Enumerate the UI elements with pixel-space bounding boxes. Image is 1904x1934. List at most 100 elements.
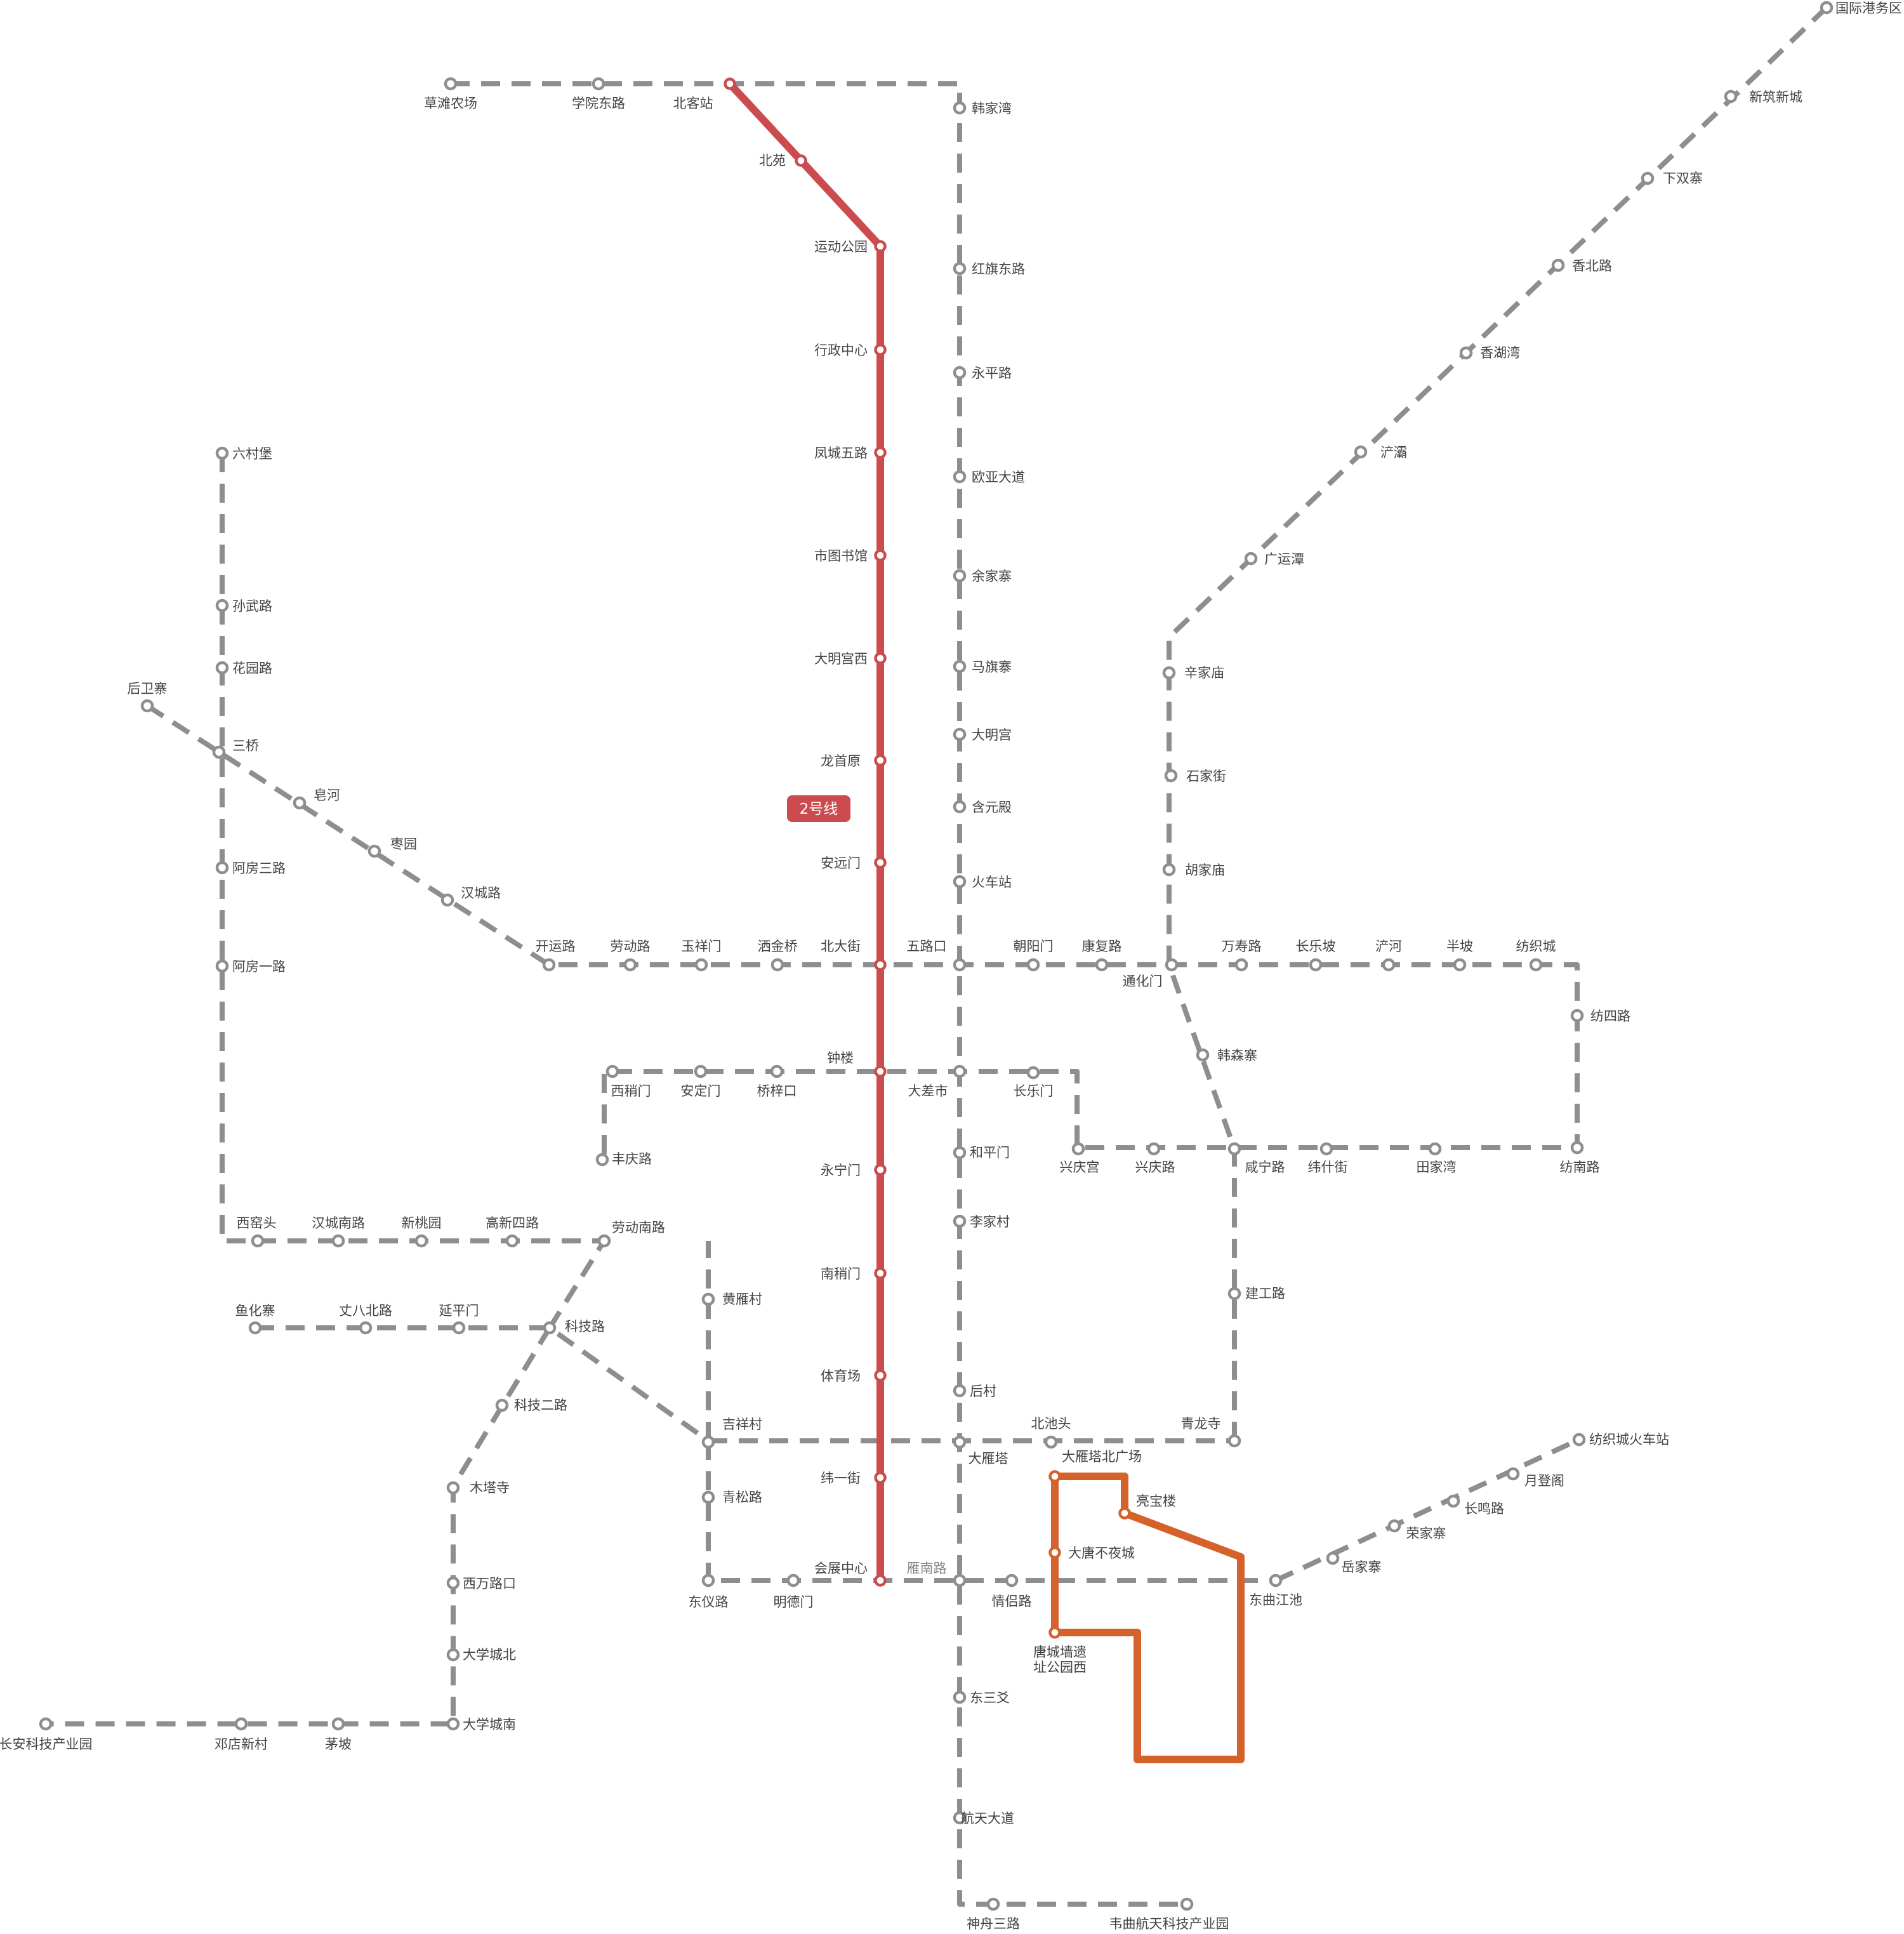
- station-marker[interactable]: [331, 1717, 345, 1731]
- station-marker[interactable]: [1309, 958, 1323, 972]
- station-marker[interactable]: [874, 856, 887, 869]
- line-2-badge[interactable]: 2号线: [787, 795, 850, 822]
- station-marker[interactable]: [543, 1321, 557, 1335]
- station-marker[interactable]: [874, 652, 887, 665]
- station-marker[interactable]: [1180, 1897, 1194, 1911]
- station-marker[interactable]: [953, 1435, 967, 1449]
- station-marker[interactable]: [953, 1384, 967, 1398]
- station-marker[interactable]: [446, 1576, 460, 1590]
- station-marker[interactable]: [953, 1573, 967, 1587]
- station-marker[interactable]: [874, 1574, 887, 1587]
- station-marker[interactable]: [953, 800, 967, 814]
- station-marker[interactable]: [1227, 1142, 1241, 1156]
- station-marker[interactable]: [701, 1573, 715, 1587]
- station-marker[interactable]: [1326, 1551, 1340, 1565]
- station-marker[interactable]: [874, 240, 887, 253]
- station-marker[interactable]: [1551, 258, 1565, 272]
- station-marker[interactable]: [1428, 1142, 1442, 1156]
- station-marker[interactable]: [1506, 1467, 1520, 1481]
- station-marker[interactable]: [440, 893, 454, 907]
- station-marker[interactable]: [953, 569, 967, 583]
- station-marker[interactable]: [874, 1471, 887, 1484]
- station-marker[interactable]: [1162, 863, 1176, 877]
- station-marker[interactable]: [694, 958, 708, 972]
- station-marker[interactable]: [1048, 1546, 1061, 1559]
- station-marker[interactable]: [953, 1690, 967, 1704]
- station-marker[interactable]: [505, 1234, 519, 1248]
- station-marker[interactable]: [1165, 958, 1179, 972]
- station-marker[interactable]: [1071, 1142, 1085, 1156]
- station-marker[interactable]: [874, 343, 887, 356]
- station-marker[interactable]: [694, 1064, 708, 1078]
- station-marker[interactable]: [542, 958, 556, 972]
- station-marker[interactable]: [215, 959, 229, 973]
- station-marker[interactable]: [874, 958, 887, 971]
- station-marker[interactable]: [234, 1717, 248, 1731]
- station-marker[interactable]: [953, 101, 967, 115]
- station-marker[interactable]: [605, 1064, 619, 1078]
- station-marker[interactable]: [874, 754, 887, 767]
- station-marker[interactable]: [874, 446, 887, 459]
- station-marker[interactable]: [1387, 1519, 1401, 1533]
- station-marker[interactable]: [795, 154, 807, 167]
- station-marker[interactable]: [874, 1369, 887, 1382]
- station-marker[interactable]: [1570, 1009, 1584, 1023]
- station-marker[interactable]: [1026, 1066, 1040, 1080]
- station-marker[interactable]: [1196, 1048, 1210, 1062]
- station-marker[interactable]: [215, 861, 229, 875]
- station-marker[interactable]: [953, 1214, 967, 1228]
- station-marker[interactable]: [1095, 958, 1109, 972]
- station-marker[interactable]: [1048, 1626, 1061, 1639]
- station-marker[interactable]: [1244, 552, 1258, 566]
- station-marker[interactable]: [1048, 1470, 1061, 1483]
- station-marker[interactable]: [444, 77, 458, 91]
- station-marker[interactable]: [215, 446, 229, 460]
- station-marker[interactable]: [1570, 1141, 1584, 1155]
- station-marker[interactable]: [770, 958, 784, 972]
- station-marker[interactable]: [495, 1398, 509, 1412]
- station-marker[interactable]: [251, 1234, 265, 1248]
- station-marker[interactable]: [1227, 1287, 1241, 1301]
- station-marker[interactable]: [1164, 769, 1178, 783]
- station-marker[interactable]: [248, 1321, 262, 1335]
- station-marker[interactable]: [953, 659, 967, 673]
- station-marker[interactable]: [1459, 346, 1473, 360]
- station-marker[interactable]: [1446, 1494, 1460, 1508]
- station-marker[interactable]: [446, 1648, 460, 1662]
- station-marker[interactable]: [874, 549, 887, 562]
- station-marker[interactable]: [1234, 958, 1248, 972]
- station-marker[interactable]: [1118, 1507, 1131, 1520]
- station-marker[interactable]: [446, 1717, 460, 1731]
- station-marker[interactable]: [1641, 171, 1655, 185]
- station-marker[interactable]: [874, 1065, 887, 1078]
- station-marker[interactable]: [215, 661, 229, 675]
- station-marker[interactable]: [953, 958, 967, 972]
- station-marker[interactable]: [592, 77, 605, 91]
- station-marker[interactable]: [359, 1321, 373, 1335]
- station-marker[interactable]: [39, 1717, 53, 1731]
- station-marker[interactable]: [367, 844, 381, 858]
- station-marker[interactable]: [1529, 958, 1543, 972]
- station-marker[interactable]: [215, 599, 229, 613]
- station-marker[interactable]: [874, 1163, 887, 1176]
- station-marker[interactable]: [953, 366, 967, 380]
- station-marker[interactable]: [1820, 1, 1834, 15]
- station-marker[interactable]: [1354, 445, 1368, 459]
- station-marker[interactable]: [1572, 1433, 1586, 1447]
- station-marker[interactable]: [953, 1064, 967, 1078]
- station-marker[interactable]: [140, 699, 154, 713]
- station-marker[interactable]: [1147, 1142, 1161, 1156]
- station-marker[interactable]: [1162, 666, 1176, 680]
- station-marker[interactable]: [452, 1321, 466, 1335]
- station-marker[interactable]: [953, 1811, 967, 1825]
- station-marker[interactable]: [953, 470, 967, 484]
- station-marker[interactable]: [623, 958, 637, 972]
- station-marker[interactable]: [212, 745, 226, 759]
- station-marker[interactable]: [701, 1292, 715, 1306]
- station-marker[interactable]: [953, 262, 967, 275]
- station-marker[interactable]: [1026, 958, 1040, 972]
- station-marker[interactable]: [446, 1481, 460, 1495]
- station-marker[interactable]: [986, 1897, 1000, 1911]
- station-marker[interactable]: [293, 796, 307, 810]
- station-marker[interactable]: [724, 77, 736, 90]
